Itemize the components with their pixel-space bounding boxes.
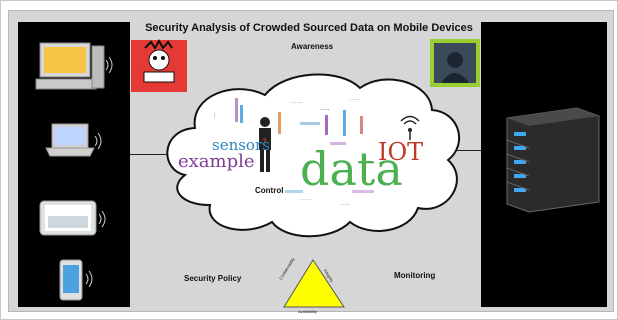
- word-cloud-texture: ... ........ ..... ...... ....... ......: [210, 96, 374, 207]
- security-policy-label: Security Policy: [184, 274, 242, 283]
- desktop-computer-icon: [35, 42, 113, 90]
- svg-text:......: ......: [340, 201, 350, 207]
- svg-text:......: ......: [350, 96, 360, 102]
- control-person-icon: ?: [259, 117, 271, 172]
- right-connector-line: [440, 150, 481, 151]
- server-icon: [506, 107, 600, 213]
- word-example: example: [178, 151, 255, 172]
- svg-text:?: ?: [262, 138, 267, 148]
- laptop-icon: [45, 123, 102, 157]
- smartphone-icon: [59, 259, 93, 301]
- availability-label: Availability: [298, 309, 317, 314]
- svg-text:........: ........: [290, 99, 303, 105]
- left-connector-line: [130, 154, 178, 155]
- word-sensors: sensors: [212, 136, 270, 154]
- svg-text:.......: .......: [300, 196, 312, 202]
- threat-actor-icon: [131, 38, 187, 92]
- diagram-title: Security Analysis of Crowded Sourced Dat…: [145, 22, 473, 34]
- hacker-photo-icon: [430, 39, 480, 87]
- svg-text:.....: .....: [320, 105, 330, 112]
- word-data: data: [300, 142, 403, 196]
- monitoring-label: Monitoring: [394, 271, 436, 280]
- tablet-icon: [39, 200, 106, 236]
- word-iot: IOT: [378, 138, 424, 166]
- awareness-label: Awareness: [291, 42, 334, 51]
- cia-triangle: [283, 259, 345, 308]
- wireless-signal-icon: [400, 115, 420, 140]
- control-label: Control: [255, 186, 284, 195]
- svg-text:...: ...: [210, 112, 217, 118]
